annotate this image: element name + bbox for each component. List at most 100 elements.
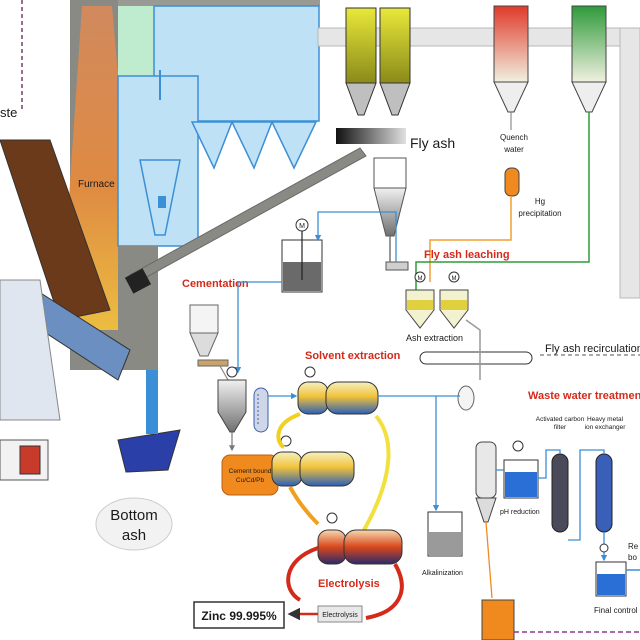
cementation-feeder xyxy=(197,359,229,367)
settler-to-sludge xyxy=(485,521,493,599)
fly-ash-collector-bar xyxy=(336,128,406,144)
ash-extraction-units: M M xyxy=(405,271,469,329)
hg-label-1: Hg xyxy=(535,197,545,206)
scrubber-tower-cone xyxy=(571,81,607,113)
cementation-to-precip xyxy=(234,281,282,374)
ph-motor xyxy=(512,440,524,452)
cement-bound-label-1: Cement bound xyxy=(229,468,272,475)
extraction-tank-2-fill xyxy=(441,300,467,310)
hg-label-2: precipitation xyxy=(518,209,561,218)
quench-leachate-line xyxy=(429,196,512,282)
ph-reduction-fill xyxy=(505,472,537,497)
cementation-silo xyxy=(189,304,219,334)
electrolysis-title: Electrolysis xyxy=(318,578,380,590)
fly-ash-label: Fly ash xyxy=(410,135,455,151)
settler-column xyxy=(475,441,497,499)
duct-right-down xyxy=(619,27,640,299)
mixer-motor-1 xyxy=(304,366,316,378)
solvent-mixer-1 xyxy=(297,381,329,415)
recycle-arrow-orange-down xyxy=(288,486,320,526)
alkalinization-label: Alkalinization xyxy=(422,570,463,577)
cement-bound-label-2: Cu/Cd/Pb xyxy=(236,477,265,484)
solvent-column xyxy=(253,387,269,433)
fabric-filter-2 xyxy=(379,7,411,84)
cement-bound-box xyxy=(221,454,279,496)
bottom-ash-label-2: ash xyxy=(122,527,146,544)
quench-tower xyxy=(493,5,529,83)
heavy-metal-label-1: Heavy metal xyxy=(587,416,624,423)
fly-ash-recirculation-label: Fly ash recirculation xyxy=(545,343,640,355)
quench-tower-cone xyxy=(493,81,529,113)
heavy-metal-label-2: ion exchanger xyxy=(585,424,627,431)
extraction-tank-1-fill xyxy=(407,300,433,310)
solvent-mixer-2 xyxy=(271,451,303,487)
cementation-title: Cementation xyxy=(182,278,249,290)
zinc-product-label: Zinc 99.995% xyxy=(201,609,277,623)
solvent-settler-1 xyxy=(325,381,379,415)
fabric-filter-1 xyxy=(345,7,377,84)
precip-tank xyxy=(217,379,247,433)
re-label: Re xyxy=(628,542,639,551)
electrolysis-mixer xyxy=(317,529,347,565)
electrolysis-cell xyxy=(343,529,403,565)
economizer-hopper-1 xyxy=(190,121,234,170)
fly-ash-silo xyxy=(373,157,409,271)
recycle-arrow-yellow-up xyxy=(362,414,391,531)
final-control-label: Final control xyxy=(594,606,638,615)
quench-water-label-2: water xyxy=(503,145,524,154)
grate-support xyxy=(0,279,61,421)
extraction-motor-2 xyxy=(448,271,460,283)
final-control-motor xyxy=(599,543,609,553)
bottom-ash-blob xyxy=(95,497,173,551)
bottom-ash-pipe xyxy=(146,370,158,434)
activated-carbon-label-2: filter xyxy=(554,424,567,431)
extraction-motor-1-label: M xyxy=(418,276,423,282)
activated-carbon-filter xyxy=(551,453,569,533)
zinc-product-box xyxy=(193,601,285,629)
recycle-arrow-yellow-left xyxy=(276,412,301,449)
waste-feed-chute xyxy=(0,139,111,321)
boiler-green-panel xyxy=(118,6,154,76)
fly-ash-leaching-title: Fly ash leaching xyxy=(424,249,510,261)
electrolysis-red-arrow-left xyxy=(286,546,319,602)
boiler-house xyxy=(60,0,320,370)
final-control-fill xyxy=(597,574,625,595)
electrolysis-motor xyxy=(326,512,338,524)
economizer-hopper-2 xyxy=(230,121,274,170)
electrolysis-red-arrow-right xyxy=(365,563,404,620)
alkalinization-fill xyxy=(429,532,461,555)
cementation-unit xyxy=(189,304,229,367)
filtrate-vessel xyxy=(457,385,475,411)
water-line-to-carbon xyxy=(538,449,561,479)
scrubber-tower xyxy=(571,5,607,83)
fabric-filters xyxy=(336,7,411,144)
wet-scrubbers xyxy=(493,5,607,113)
fabric-filter-1-cone xyxy=(345,82,377,116)
extraction-motor-2-label: M xyxy=(452,276,457,282)
feeder-to-precip xyxy=(219,365,229,381)
belt-filter xyxy=(419,351,533,365)
ph-reduction-label: pH reduction xyxy=(500,509,540,516)
ash-extraction-label: Ash extraction xyxy=(406,333,463,343)
water-line-to-ion xyxy=(568,449,605,541)
activated-carbon-label-1: Activated carbon xyxy=(536,416,585,423)
boiler-roof xyxy=(70,0,320,6)
boiler-hopper-1-outlet xyxy=(158,196,166,208)
cementation-motor-label: M xyxy=(299,223,305,230)
extraction-motor-1 xyxy=(414,271,426,283)
waste-label: ste xyxy=(0,105,17,120)
fabric-filter-2-cone xyxy=(379,82,411,116)
fan-motor xyxy=(19,445,41,475)
sludge-tank xyxy=(481,599,515,640)
precip-motor xyxy=(226,366,238,378)
silo-screw xyxy=(385,261,409,271)
cementation-silo-cone xyxy=(189,332,219,357)
settler-cone xyxy=(475,497,497,523)
silo-body xyxy=(373,157,407,189)
solvent-extraction-title: Solvent extraction xyxy=(305,350,401,362)
ion-exchanger xyxy=(595,453,613,533)
waste-water-treatment-title: Waste water treatment xyxy=(528,390,640,402)
electrolysis-box-label: Electrolysis xyxy=(322,612,358,619)
bottom-ash-discharger xyxy=(117,429,181,473)
